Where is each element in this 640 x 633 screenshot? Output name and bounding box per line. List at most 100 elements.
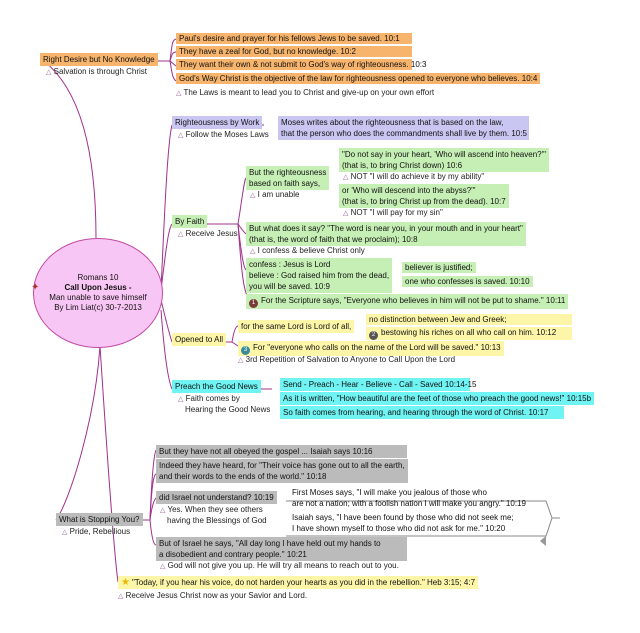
- not-ability-note: △ NOT "I will do achieve it by my abilit…: [343, 172, 484, 183]
- ascend-line-2: (that is, to bring Christ down) 10:6: [342, 161, 463, 170]
- triangle-icon: △: [343, 174, 349, 181]
- topic-right-desire-note: △ Salvation is through Christ: [46, 67, 147, 78]
- isaiah-line-1: Isaiah says, "I have been found by those…: [292, 513, 514, 522]
- star-icon: ★: [121, 577, 130, 588]
- not-pay-note: △ NOT "I will pay for my sin": [343, 208, 443, 219]
- right-desire-item-4[interactable]: God's Way Christ is the objective of the…: [176, 73, 541, 84]
- bestowing-text: bestowing his riches on all who call on …: [381, 328, 557, 337]
- triangle-icon: △: [118, 593, 124, 600]
- receive-jesus-note: △ Receive Jesus Christ now as your Savio…: [118, 591, 307, 602]
- ascend-quote[interactable]: "Do not say in your heart, 'Who will asc…: [339, 148, 549, 172]
- no-distinction[interactable]: no distinction between Jew and Greek;: [366, 314, 572, 325]
- triangle-icon: △: [238, 357, 244, 364]
- god-will-note: △ God will not give you up. He will try …: [160, 561, 399, 572]
- same-lord[interactable]: for the same Lord is Lord of all,: [238, 320, 355, 333]
- stopping-sub: Pride, Rebellious: [69, 527, 131, 536]
- central-topic[interactable]: Romans 10 Call Upon Jesus - Man unable t…: [33, 238, 163, 348]
- by-work-note: △ Follow the Moses Laws: [178, 130, 269, 141]
- preach-item-3[interactable]: So faith comes from hearing, and hearing…: [280, 406, 564, 419]
- preach-item-1[interactable]: Send - Preach - Hear - Believe - Call - …: [280, 378, 476, 391]
- right-desire-sub: Salvation is through Christ: [53, 67, 148, 76]
- preach-item-2[interactable]: As it is written, "How beautiful are the…: [280, 392, 595, 405]
- not-ability-text: NOT "I will do achieve it by my ability": [350, 172, 485, 181]
- faith-says-line-2: based on faith says,: [249, 179, 321, 188]
- number-1-icon: 1: [249, 299, 258, 308]
- triangle-icon: △: [250, 248, 256, 255]
- third-repetition-note: △ 3rd Repetition of Salvation to Anyone …: [238, 355, 455, 366]
- right-desire-item-2[interactable]: They have a zeal for God, but no knowled…: [176, 46, 412, 57]
- triangle-icon: △: [62, 529, 68, 536]
- by-faith-note: △ Receive Jesus: [178, 229, 238, 240]
- triangle-icon: △: [160, 507, 166, 514]
- god-will-text: God will not give you up. He will try al…: [167, 561, 399, 570]
- right-desire-item-3[interactable]: They want their own & not submit to God'…: [176, 59, 426, 70]
- topic-preach[interactable]: Preach the Good News: [172, 380, 261, 393]
- faith-says[interactable]: But the righteousness based on faith say…: [246, 166, 330, 190]
- central-topic-marker: ✦: [31, 282, 40, 293]
- israel-line-1: But of Israel he says, "All day long I h…: [159, 539, 381, 548]
- center-author: By Lim Liat(c) 30-7-2013: [54, 303, 142, 312]
- isaiah-says[interactable]: Isaiah says, "I have been found by those…: [292, 512, 514, 534]
- right-desire-law-note: △ The Laws is meant to lead you to Chris…: [176, 88, 434, 99]
- justified[interactable]: believer is justified;: [402, 262, 476, 273]
- israel-understand[interactable]: did Israel not understand? 10:19: [156, 491, 277, 504]
- law-note-text: The Laws is meant to lead you to Christ …: [183, 88, 435, 97]
- ascend-line-1: "Do not say in your heart, 'Who will asc…: [342, 150, 546, 159]
- by-faith-sub: Receive Jesus: [185, 229, 238, 238]
- by-work-text[interactable]: Moses writes about the righteousness tha…: [278, 116, 529, 140]
- descend-line-2: (that is, to bring Christ up from the de…: [342, 197, 506, 206]
- scripture-says-text: For the Scripture says, "Everyone who be…: [261, 296, 566, 305]
- preach-sub-1: Faith comes by: [185, 394, 240, 403]
- topic-by-work[interactable]: Righteousness by Work: [172, 116, 263, 129]
- confess-saved[interactable]: one who confesses is saved. 10:10: [402, 276, 533, 287]
- moses-says[interactable]: First Moses says, "I will make you jealo…: [292, 487, 526, 509]
- by-work-sub: Follow the Moses Laws: [185, 130, 269, 139]
- confess-believe[interactable]: confess : Jesus is Lord believe : God ra…: [246, 258, 393, 293]
- number-3-icon: 3: [241, 346, 250, 355]
- center-subtitle: Man unable to save himself: [49, 293, 147, 302]
- today-text: "Today, if you hear his voice, do not ha…: [131, 578, 476, 587]
- have-heard[interactable]: Indeed they have heard, for "Their voice…: [156, 459, 408, 483]
- today-heb[interactable]: ★"Today, if you hear his voice, do not h…: [118, 576, 479, 589]
- descend-quote[interactable]: or 'Who will descend into the abyss?'" (…: [339, 184, 509, 208]
- confess-line-2: believe : God raised him from the dead,: [249, 271, 390, 280]
- triangle-icon: △: [178, 132, 184, 139]
- preach-sub-2: Hearing the Good News: [185, 405, 271, 414]
- confess-believe-text: I confess & believe Christ only: [257, 246, 365, 255]
- not-obeyed[interactable]: But they have not all obeyed the gospel …: [156, 445, 407, 458]
- word-near-line-2: (that is, the word of faith that we proc…: [249, 235, 418, 244]
- topic-stopping[interactable]: What is Stopping You?: [56, 513, 143, 526]
- faith-says-line-1: But the righteousness: [249, 168, 327, 177]
- stopping-note: △ Pride, Rebellious: [62, 527, 130, 538]
- triangle-icon: △: [343, 210, 349, 217]
- everyone-calls-text: For "everyone who calls on the name of t…: [253, 343, 501, 352]
- triangle-icon: △: [160, 563, 166, 570]
- triangle-icon: △: [176, 90, 182, 97]
- moses-line-2: are not a nation; with a foolish nation …: [292, 499, 526, 508]
- topic-right-desire[interactable]: Right Desire but No Knowledge: [40, 53, 158, 66]
- descend-line-1: or 'Who will descend into the abyss?'": [342, 186, 476, 195]
- have-heard-line-1: Indeed they have heard, for "Their voice…: [159, 461, 405, 470]
- by-work-line-2: that the person who does the commandment…: [281, 129, 527, 138]
- have-heard-line-2: and their words to the ends of the world…: [159, 472, 327, 481]
- israel-line-2: a disobedient and contrary people." 10:2…: [159, 550, 307, 559]
- word-near-line-1: But what does it say? "The word is near …: [249, 224, 523, 233]
- isaiah-line-2: I have shown myself to those who did not…: [292, 524, 506, 533]
- right-desire-item-1[interactable]: Paul's desire and prayer for his fellows…: [176, 33, 412, 44]
- topic-opened-to-all[interactable]: Opened to All: [172, 333, 227, 346]
- by-work-line-1: Moses writes about the righteousness tha…: [281, 118, 504, 127]
- unable-text: I am unable: [257, 190, 300, 199]
- triangle-icon: △: [250, 192, 256, 199]
- israel-disobedient[interactable]: But of Israel he says, "All day long I h…: [156, 537, 407, 561]
- not-pay-text: NOT "I will pay for my sin": [350, 208, 443, 217]
- topic-by-faith[interactable]: By Faith: [172, 215, 208, 228]
- confess-line-1: confess : Jesus is Lord: [249, 260, 331, 269]
- triangle-icon: △: [178, 231, 184, 238]
- unable-note: △ I am unable: [250, 190, 299, 201]
- word-near[interactable]: But what does it say? "The word is near …: [246, 222, 526, 246]
